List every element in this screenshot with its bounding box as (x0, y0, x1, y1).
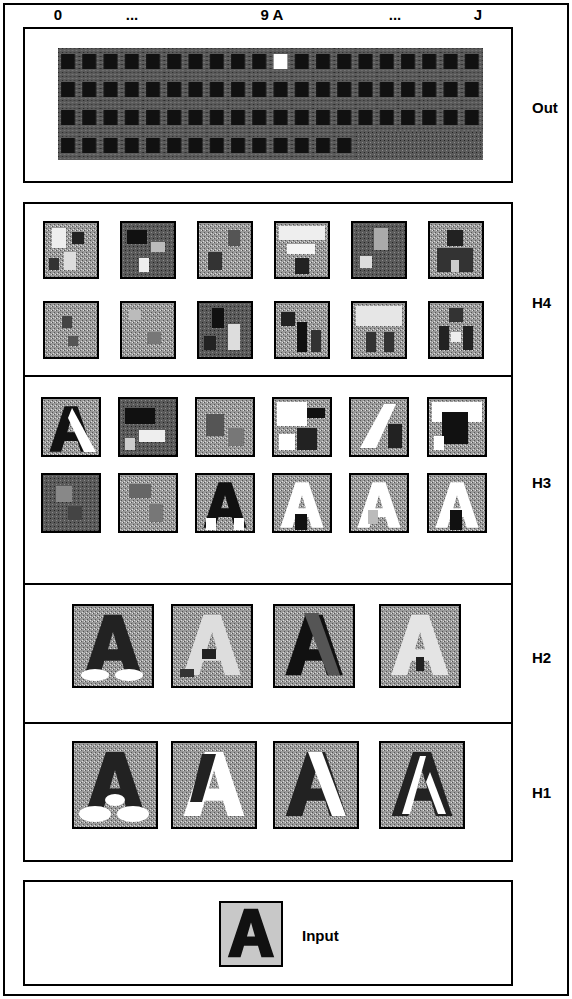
outer-frame (4, 4, 568, 995)
layer-label: H1 (532, 784, 551, 801)
h1-feature-maps (73, 742, 464, 828)
output-layer-panel: Out (23, 27, 513, 183)
h4-feature-maps (44, 222, 483, 358)
class-label: 0 (54, 6, 62, 23)
layer-panel: H3 (23, 375, 513, 585)
input-image (220, 902, 282, 966)
h3-feature-maps (42, 398, 486, 532)
class-label: 9 A (261, 6, 284, 23)
layer-label: H2 (532, 649, 551, 666)
h2-feature-maps (73, 605, 460, 687)
input-panel: Input (23, 880, 513, 986)
layer-label: H4 (532, 294, 551, 311)
layer-label: Input (302, 927, 339, 944)
class-label: ... (389, 6, 402, 23)
layer-panel: H4 (23, 202, 513, 377)
layer-panel: H2 (23, 583, 513, 724)
layer-panel: H1 (23, 722, 513, 862)
class-label: J (474, 6, 482, 23)
output-grid (58, 48, 483, 160)
layer-label: Out (532, 99, 558, 116)
class-label: ... (126, 6, 139, 23)
layer-label: H3 (532, 474, 551, 491)
